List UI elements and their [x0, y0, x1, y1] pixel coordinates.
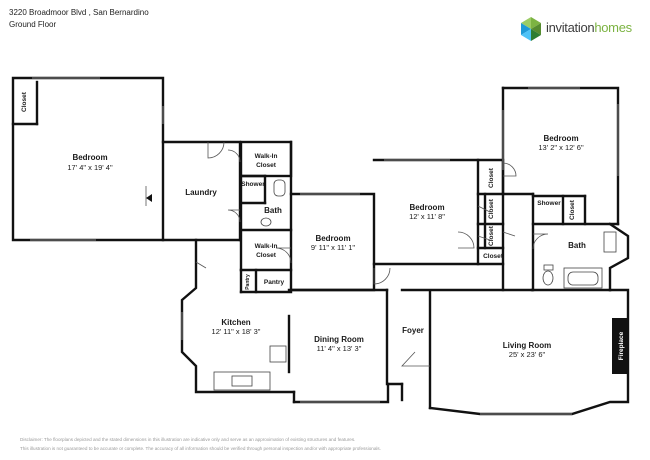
- dining-label: Dining Room: [314, 335, 364, 344]
- floor-label: Ground Floor: [9, 20, 57, 29]
- closet-e-label: Closet: [569, 199, 576, 220]
- brand-name: invitationhomes: [546, 20, 632, 35]
- closet-c-label: Closet: [488, 225, 495, 246]
- closet-d-label: Closet: [483, 253, 504, 260]
- windows: [30, 77, 619, 415]
- dining-dims: 11' 4" x 13' 3": [317, 344, 362, 353]
- walkin1-label: Walk-In: [255, 153, 278, 160]
- brand-name-part1: invitation: [546, 20, 595, 35]
- walkin2-label: Walk-In: [255, 243, 278, 250]
- brand-mark-icon: [521, 17, 541, 41]
- walls: [11, 76, 630, 416]
- disclaimer-line1: Disclaimer: The floorplans depicted and …: [20, 437, 356, 442]
- bedroom4-dims: 13' 2" x 12' 6": [538, 143, 584, 152]
- bedroom4-label: Bedroom: [543, 134, 578, 143]
- shower2-label: Shower: [537, 200, 561, 207]
- disclaimer-line2: This illustration is not guaranteed to b…: [20, 446, 381, 451]
- closet-b-label: Closet: [488, 198, 495, 219]
- closet-a-label: Closet: [488, 167, 495, 188]
- doors: [145, 141, 549, 367]
- shower1-label: Shower: [241, 181, 265, 188]
- bedroom3-dims: 12' x 11' 8": [409, 212, 445, 221]
- living-dims: 25' x 23' 6": [509, 350, 546, 359]
- entry-arrow-icon: [146, 194, 152, 202]
- kitchen-dims: 12' 11" x 18' 3": [212, 327, 261, 336]
- fireplace-block: [612, 318, 628, 374]
- walkin1-label2: Closet: [256, 162, 277, 169]
- brand-name-part2: homes: [594, 20, 632, 35]
- closet1-label: Closet: [21, 91, 28, 112]
- bedroom1-label: Bedroom: [72, 153, 107, 162]
- bedroom2-label: Bedroom: [315, 234, 350, 243]
- foyer-label: Foyer: [402, 326, 424, 335]
- bath2-label: Bath: [568, 241, 586, 250]
- bedroom2-dims: 9' 11" x 11' 1": [311, 243, 356, 252]
- property-address: 3220 Broadmoor Blvd , San Bernardino: [9, 8, 149, 17]
- pantry-small-label: Pantry: [245, 274, 251, 290]
- pantry-label: Pantry: [264, 279, 285, 286]
- fixtures: [213, 179, 617, 391]
- fireplace-label: Fireplace: [618, 331, 625, 360]
- bedroom3-label: Bedroom: [409, 203, 444, 212]
- bedroom1-dims: 17' 4" x 19' 4": [67, 163, 113, 172]
- brand-logo: invitationhomes: [518, 15, 636, 43]
- living-label: Living Room: [503, 341, 551, 350]
- kitchen-label: Kitchen: [221, 318, 250, 327]
- bath1-label: Bath: [264, 206, 282, 215]
- laundry-label: Laundry: [185, 188, 217, 197]
- walkin2-label2: Closet: [256, 252, 277, 259]
